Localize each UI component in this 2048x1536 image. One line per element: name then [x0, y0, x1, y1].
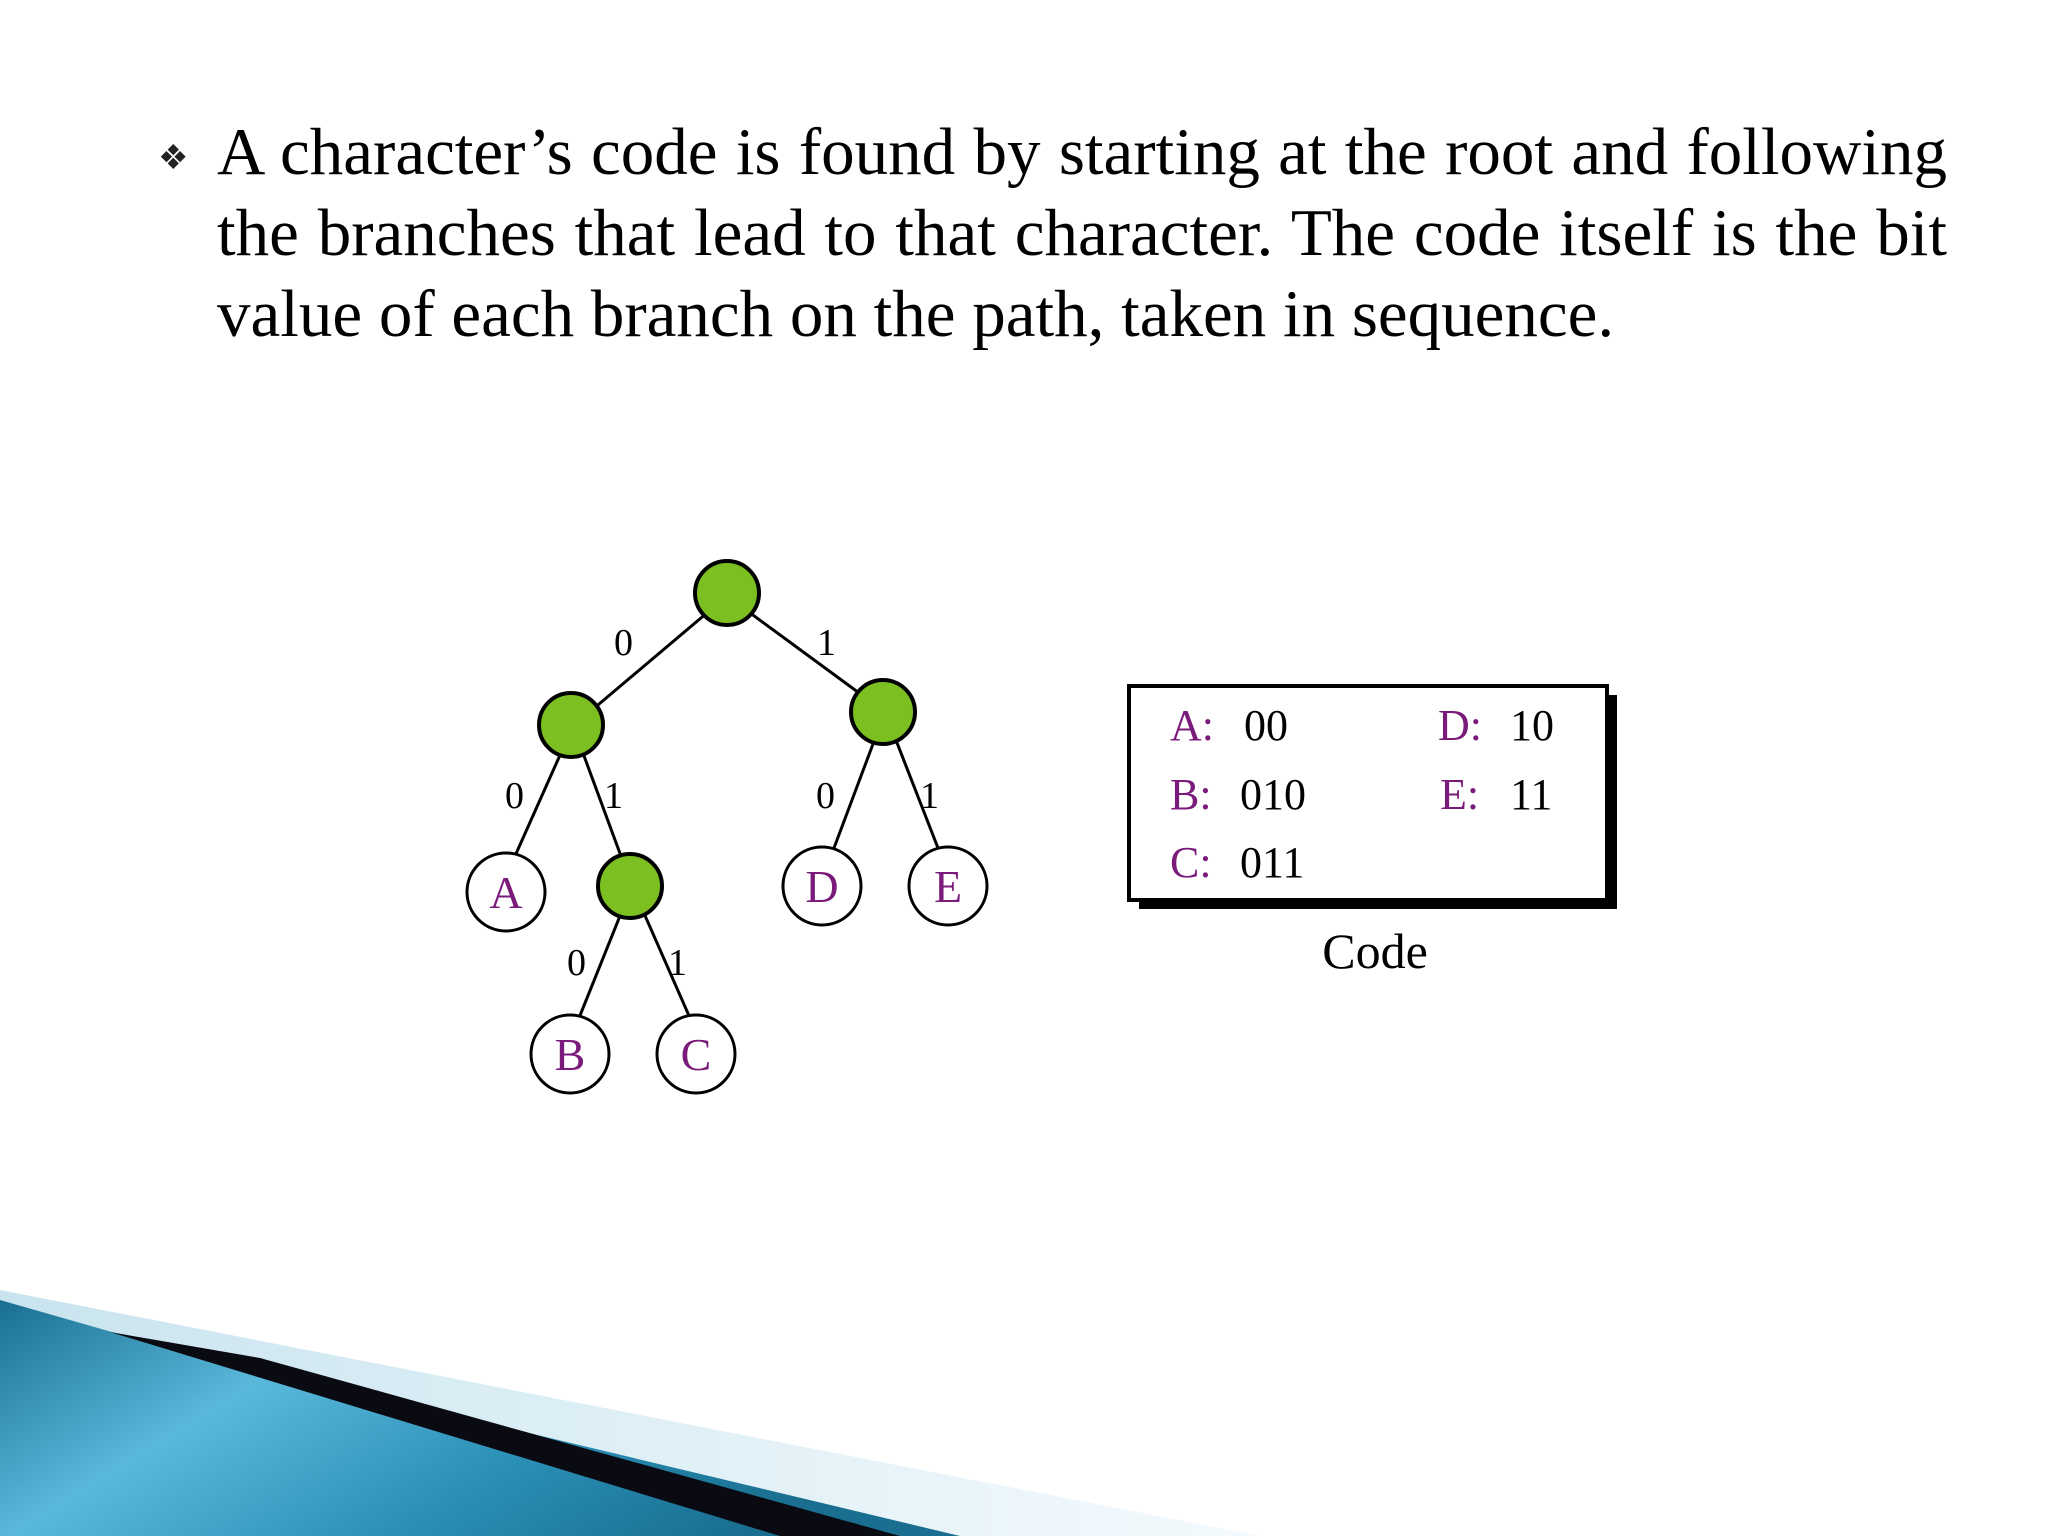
tree-leaf-a — [465, 851, 547, 933]
code-entry-a: A: 00 — [1170, 701, 1288, 750]
tree-leaf-e-label: E — [934, 861, 962, 912]
tree-node-left — [537, 691, 605, 759]
swoosh-blue-band — [0, 1300, 960, 1536]
bullet-paragraph: ❖ A character’s code is found by startin… — [158, 112, 1948, 355]
code-entry-d: D: 10 — [1438, 701, 1554, 750]
tree-leaf-b-label: B — [555, 1029, 586, 1080]
code-entry-d-code: 10 — [1510, 701, 1554, 750]
edge-label-root-left: 0 — [614, 622, 633, 664]
edge-label-left-a: 0 — [505, 775, 524, 817]
tree-leaf-a-label: A — [489, 867, 522, 918]
code-entry-c-code: 011 — [1240, 838, 1304, 887]
tree-leaf-b — [529, 1013, 611, 1095]
code-entry-b-letter: B: — [1170, 770, 1212, 819]
code-entry-d-letter: D: — [1438, 701, 1482, 750]
code-entry-e: E: 11 — [1440, 770, 1552, 819]
edge-label-right-d: 0 — [816, 775, 835, 817]
bullet-text: A character’s code is found by starting … — [217, 115, 1947, 351]
tree-leaf-c — [655, 1013, 737, 1095]
code-entry-c-letter: C: — [1170, 838, 1212, 887]
code-entry-b: B: 010 — [1170, 770, 1306, 819]
code-table-box — [1127, 684, 1609, 902]
tree-leaf-e — [907, 845, 989, 927]
code-entry-e-letter: E: — [1440, 770, 1479, 819]
edge-label-mid-c: 1 — [668, 942, 687, 984]
swoosh-dark-edge — [110, 1332, 900, 1536]
tree-leaf-d-label: D — [805, 861, 838, 912]
code-entry-a-code: 00 — [1244, 701, 1288, 750]
edge-label-root-right: 1 — [817, 622, 836, 664]
edge-label-left-mid: 1 — [604, 775, 623, 817]
diamond-bullet-icon: ❖ — [158, 140, 189, 177]
code-entry-e-code: 11 — [1510, 770, 1552, 819]
edge-root-left — [572, 594, 728, 728]
tree-leaf-c-label: C — [681, 1029, 712, 1080]
edge-label-mid-b: 0 — [567, 942, 586, 984]
tree-node-right — [849, 678, 917, 746]
code-entry-c: C: 011 — [1170, 838, 1304, 887]
code-table-caption: Code — [1322, 923, 1428, 979]
code-entry-a-letter: A: — [1170, 701, 1214, 750]
tree-node-left-right — [596, 852, 664, 920]
edge-label-right-e: 1 — [920, 775, 939, 817]
tree-node-root — [693, 559, 761, 627]
tree-leaf-d — [781, 845, 863, 927]
code-entry-b-code: 010 — [1240, 770, 1306, 819]
